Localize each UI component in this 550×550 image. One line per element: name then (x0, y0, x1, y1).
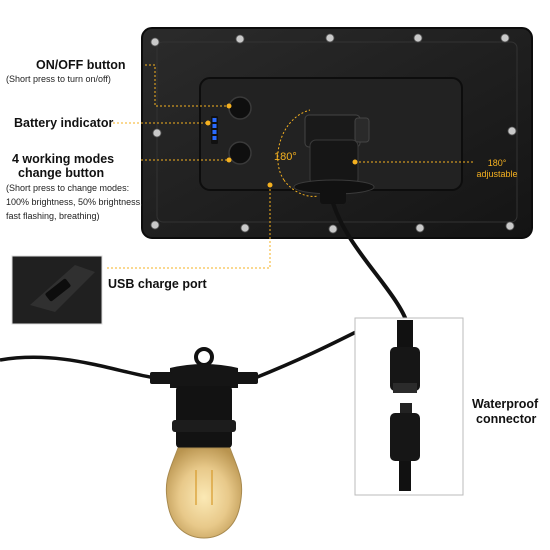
on-off-title: ON/OFF button (36, 58, 126, 72)
control-cluster (211, 96, 252, 165)
modes-sub-line3: fast flashing, breathing) (6, 211, 100, 221)
usb-port-icon (11, 255, 103, 325)
battery-indicator-icon (211, 116, 218, 144)
string-cable (0, 328, 361, 382)
usb-charge-title: USB charge port (108, 277, 207, 291)
panel-screws (150, 33, 517, 234)
modes-title-line2: change button (18, 166, 105, 180)
waterproof-title-line2: connector (476, 412, 537, 426)
modes-title-line1: 4 working modes (12, 152, 115, 166)
light-bulb-icon (165, 447, 243, 539)
bulb-socket (150, 347, 258, 448)
rotating-bracket (293, 114, 375, 204)
callout-lines (105, 64, 475, 269)
modes-sub-line2: 100% brightness, 50% brightness, (6, 197, 143, 207)
power-button-icon (228, 96, 252, 120)
battery-indicator-title: Battery indicator (14, 116, 114, 130)
mode-button-icon (228, 141, 252, 165)
adjustable-angle-line2: adjustable (476, 169, 518, 179)
callout-dots (205, 103, 358, 188)
waterproof-connector-icon (354, 317, 464, 496)
waterproof-title-line1: Waterproof (472, 397, 539, 411)
adjustable-angle-line1: 180° (487, 158, 507, 168)
modes-sub-line1: (Short press to change modes: (6, 183, 130, 193)
rotation-angle-label: 180° (274, 151, 297, 163)
on-off-subtitle: (Short press to turn on/off) (6, 74, 111, 84)
